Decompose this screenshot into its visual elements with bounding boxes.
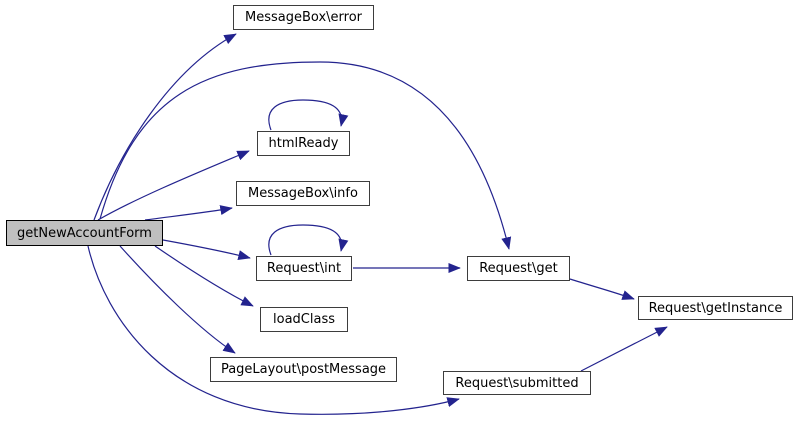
edge-htmlready-self [268,99,349,131]
node-label: Request\get [479,261,558,276]
node-request-int[interactable]: Request\int [256,256,352,281]
node-getnewaccountform: getNewAccountForm [6,220,163,246]
edge-getnewaccountform-to-loadclass [154,245,254,307]
node-label: MessageBox\info [248,186,358,201]
edge-getnewaccountform-to-request-submitted [87,245,460,415]
node-messagebox-info[interactable]: MessageBox\info [236,181,370,206]
node-htmlready[interactable]: htmlReady [257,131,350,156]
node-pagelayout-postmessage[interactable]: PageLayout\postMessage [210,357,397,382]
edge-getnewaccountform-to-messagebox-info [144,205,233,221]
node-label: Request\int [266,261,342,276]
node-label: Request\submitted [455,375,579,391]
node-label: loadClass [273,312,335,327]
node-label: PageLayout\postMessage [220,362,387,377]
edge-getnewaccountform-to-request-get [99,61,512,250]
edge-request-get-to-request-getinstance [569,278,635,300]
node-request-getinstance[interactable]: Request\getInstance [638,296,793,320]
node-label: getNewAccountForm [17,225,152,241]
edge-getnewaccountform-to-htmlready [97,150,250,221]
edge-getnewaccountform-to-request-int [162,239,251,261]
edge-getnewaccountform-to-messagebox-error [93,33,237,221]
node-label: MessageBox\error [245,10,362,25]
node-request-get[interactable]: Request\get [467,256,570,281]
node-request-submitted[interactable]: Request\submitted [443,371,591,395]
edge-request-int-self [268,224,349,256]
edge-group [87,33,668,415]
node-messagebox-error[interactable]: MessageBox\error [233,5,374,30]
node-label: Request\getInstance [648,300,783,316]
node-loadclass[interactable]: loadClass [260,307,348,332]
edge-getnewaccountform-to-pagelayout-postmessage [119,245,236,354]
node-label: htmlReady [268,136,339,151]
edge-request-submitted-to-request-getinstance [580,326,668,372]
